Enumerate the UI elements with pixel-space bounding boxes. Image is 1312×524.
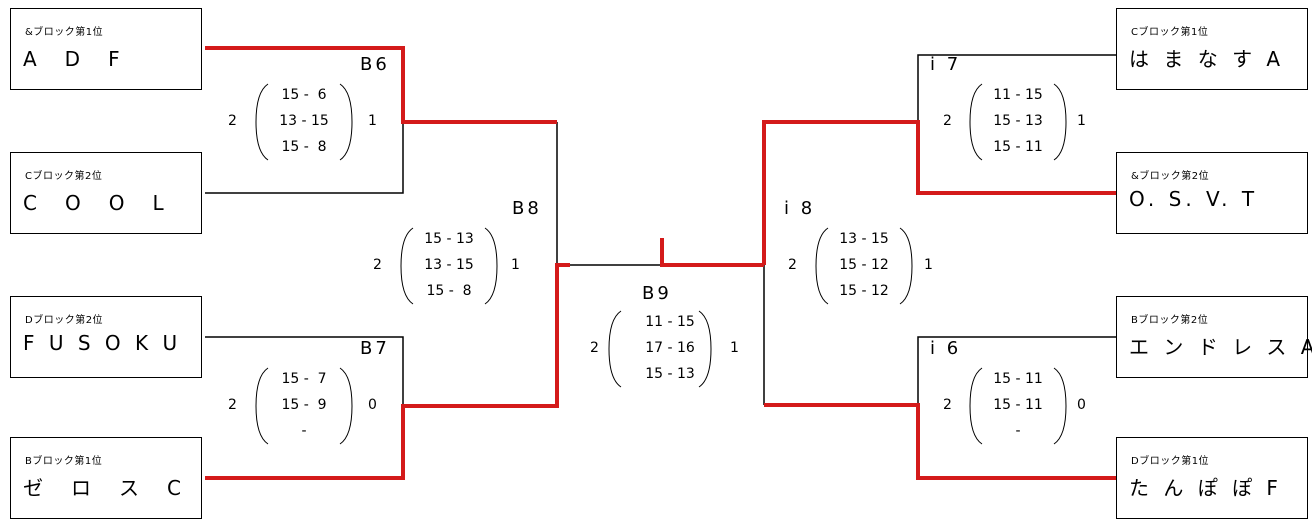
set-score: 15 - 11 bbox=[993, 371, 1043, 387]
set-wins-left: 2 bbox=[788, 257, 797, 273]
team-name: ゼ ロ ス C bbox=[23, 476, 185, 500]
set-wins-left: 2 bbox=[943, 113, 952, 129]
set-score: - bbox=[301, 423, 307, 439]
line-t7 bbox=[917, 336, 1117, 405]
team-box-endless: Bブロック第2位 エ ン ド レ ス A bbox=[1116, 296, 1312, 378]
score-block-b9: 2 11 - 15 17 - 16 15 - 13 1 bbox=[590, 311, 750, 387]
set-score: - bbox=[1015, 423, 1021, 439]
set-score: 15 - 12 bbox=[839, 257, 889, 273]
set-wins-left: 2 bbox=[590, 340, 599, 356]
red-center bbox=[660, 238, 764, 267]
line-t2 bbox=[205, 122, 404, 194]
set-score: 11 - 15 bbox=[993, 87, 1043, 103]
match-label-b6: B6 bbox=[360, 54, 390, 75]
line-t5 bbox=[917, 54, 1117, 122]
set-score: 13 - 15 bbox=[424, 257, 474, 273]
team-box-fusoku: Dブロック第2位 F U S O K U bbox=[10, 296, 202, 378]
set-wins-left: 2 bbox=[228, 397, 237, 413]
team-rank: Cブロック第1位 bbox=[1131, 27, 1209, 38]
team-rank: Bブロック第1位 bbox=[25, 456, 103, 467]
team-rank: Dブロック第1位 bbox=[1131, 456, 1210, 467]
score-brackets bbox=[255, 83, 1067, 445]
set-wins-right: 1 bbox=[1077, 113, 1086, 129]
black-lines bbox=[205, 54, 1117, 406]
set-score: 11 - 15 bbox=[645, 314, 695, 330]
set-score: 15 - 8 bbox=[281, 139, 327, 155]
set-wins-left: 2 bbox=[373, 257, 382, 273]
team-name: A D F bbox=[23, 47, 124, 71]
score-block-i7: 2 11 - 15 15 - 13 15 - 11 1 bbox=[943, 84, 1093, 160]
team-name: た ん ぽ ぽ F bbox=[1129, 476, 1282, 500]
match-label-i6: i 6 bbox=[930, 338, 962, 359]
set-wins-right: 0 bbox=[1077, 397, 1086, 413]
team-name: F U S O K U bbox=[23, 331, 182, 355]
red-i8-top bbox=[762, 120, 1117, 265]
set-score: 13 - 15 bbox=[279, 113, 329, 129]
set-score: 15 - 13 bbox=[645, 366, 695, 382]
set-score: 17 - 16 bbox=[645, 340, 695, 356]
team-rank: Dブロック第2位 bbox=[25, 315, 104, 326]
team-name: は ま な す A bbox=[1129, 47, 1285, 71]
set-score: 13 - 15 bbox=[839, 231, 889, 247]
set-score: 15 - 12 bbox=[839, 283, 889, 299]
score-block-b7: 2 15 - 7 15 - 9 - 0 bbox=[228, 368, 378, 444]
match-label-b7: B7 bbox=[360, 338, 390, 359]
team-name: エ ン ド レ ス A bbox=[1129, 335, 1312, 359]
team-rank: &ブロック第2位 bbox=[1131, 171, 1210, 182]
set-score: 15 - 7 bbox=[281, 371, 327, 387]
set-score: 15 - 13 bbox=[424, 231, 474, 247]
set-wins-right: 1 bbox=[730, 340, 739, 356]
team-rank: &ブロック第1位 bbox=[25, 27, 104, 38]
team-box-cool: Cブロック第2位 C O O L bbox=[10, 152, 202, 234]
set-score: 15 - 13 bbox=[993, 113, 1043, 129]
set-score: 15 - 8 bbox=[426, 283, 472, 299]
team-rank: Bブロック第2位 bbox=[1131, 315, 1209, 326]
score-block-i6: 2 15 - 11 15 - 11 - 0 bbox=[943, 368, 1093, 444]
team-box-tanpopo: Dブロック第1位 た ん ぽ ぽ F bbox=[1116, 437, 1308, 519]
set-wins-right: 1 bbox=[924, 257, 933, 273]
match-label-b8: B8 bbox=[512, 198, 542, 219]
team-name: C O O L bbox=[23, 191, 168, 215]
match-label-b9: B9 bbox=[642, 283, 672, 304]
set-wins-left: 2 bbox=[228, 113, 237, 129]
match-label-i7: i 7 bbox=[930, 54, 962, 75]
set-score: 15 - 9 bbox=[281, 397, 327, 413]
team-box-hamanasu: Cブロック第1位 は ま な す A bbox=[1116, 8, 1308, 90]
set-score: 15 - 11 bbox=[993, 139, 1043, 155]
match-label-i8: i 8 bbox=[784, 198, 816, 219]
set-wins-left: 2 bbox=[943, 397, 952, 413]
team-box-osvt: &ブロック第2位 O. S. V. T bbox=[1116, 152, 1308, 234]
red-lines bbox=[205, 46, 1117, 480]
team-name: O. S. V. T bbox=[1129, 187, 1259, 211]
line-t3 bbox=[205, 336, 404, 406]
set-wins-right: 1 bbox=[511, 257, 520, 273]
set-wins-right: 0 bbox=[368, 397, 377, 413]
set-score: 15 - 6 bbox=[281, 87, 327, 103]
score-block-i8: 2 13 - 15 15 - 12 15 - 12 1 bbox=[788, 228, 938, 304]
team-box-zerosu: Bブロック第1位 ゼ ロ ス C bbox=[10, 437, 202, 519]
score-block-b8: 2 15 - 13 13 - 15 15 - 8 1 bbox=[373, 228, 523, 304]
red-t4 bbox=[205, 263, 570, 480]
red-t8 bbox=[764, 403, 1117, 480]
red-t1 bbox=[205, 46, 557, 124]
score-block-b6: 2 15 - 6 13 - 15 15 - 8 1 bbox=[228, 84, 378, 160]
team-box-adf: &ブロック第1位 A D F bbox=[10, 8, 202, 90]
team-rank: Cブロック第2位 bbox=[25, 171, 103, 182]
set-score: 15 - 11 bbox=[993, 397, 1043, 413]
set-wins-right: 1 bbox=[368, 113, 377, 129]
